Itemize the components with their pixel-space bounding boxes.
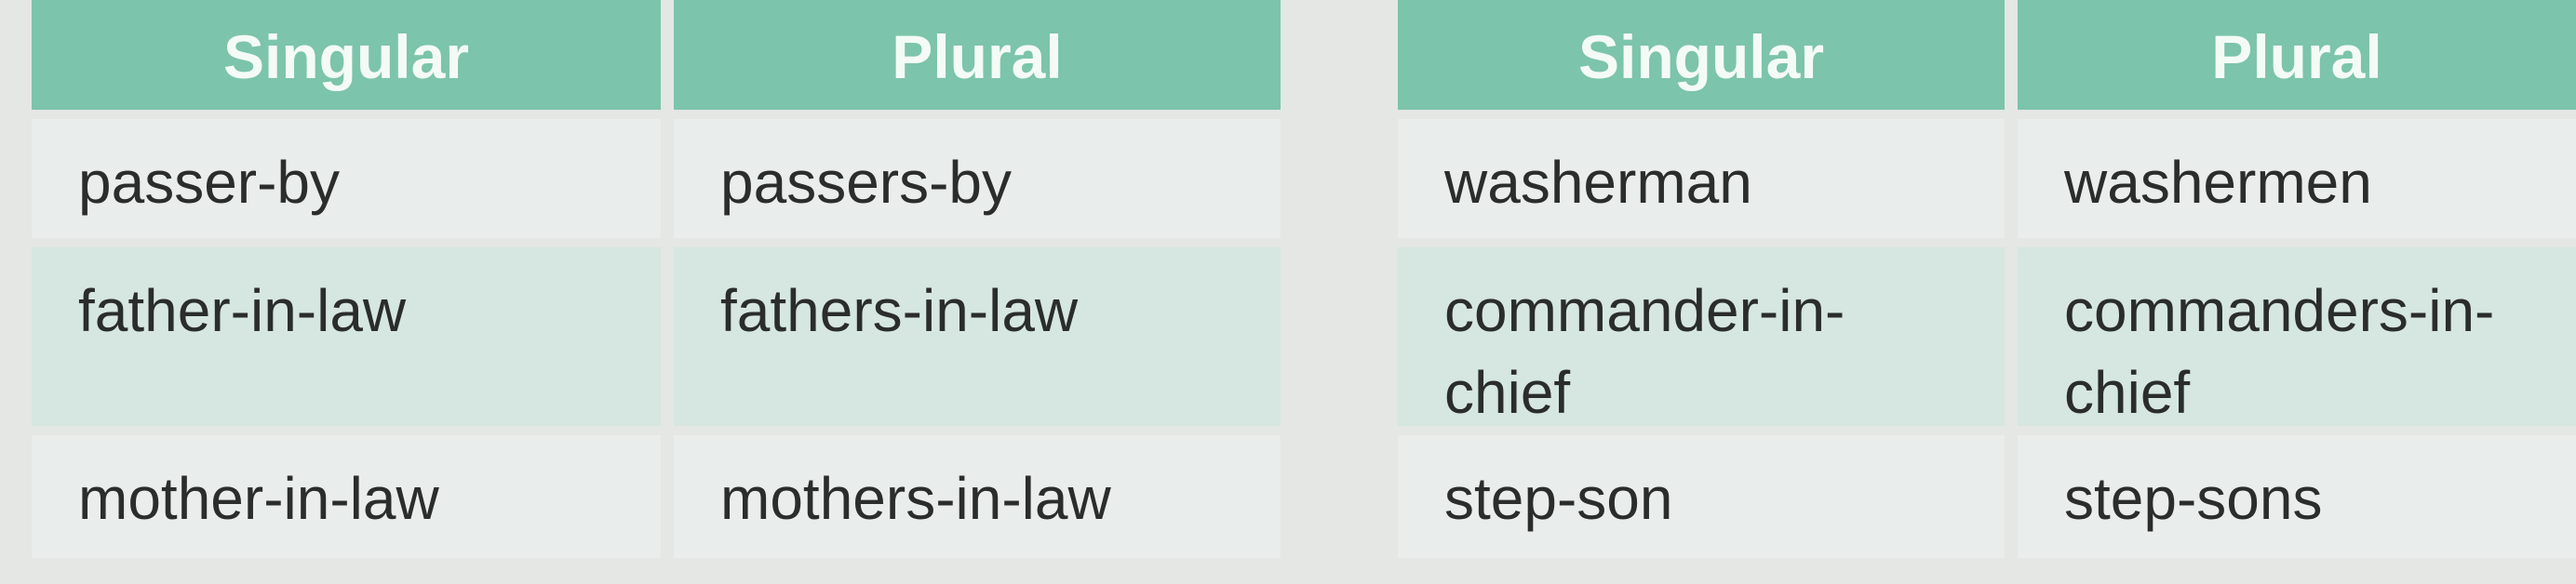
right-row2-singular: commander-in- chief xyxy=(1398,247,2005,426)
left-header-singular: Singular xyxy=(32,0,661,110)
left-header-plural: Plural xyxy=(674,0,1281,110)
left-row1-plural: passers-by xyxy=(674,119,1281,238)
right-row2-singular-line2: chief xyxy=(1444,359,1571,426)
left-row3-plural: mothers-in-law xyxy=(674,435,1281,558)
right-table: Singular Plural washerman washermen comm… xyxy=(1398,0,2576,558)
right-header-plural: Plural xyxy=(2018,0,2576,110)
left-table: Singular Plural passer-by passers-by fat… xyxy=(32,0,1281,558)
left-row1-singular: passer-by xyxy=(32,119,661,238)
right-row1-plural: washermen xyxy=(2018,119,2576,238)
right-row3-plural: step-sons xyxy=(2018,435,2576,558)
left-row2-plural: fathers-in-law xyxy=(674,247,1281,426)
right-header-singular: Singular xyxy=(1398,0,2005,110)
right-row1-singular: washerman xyxy=(1398,119,2005,238)
left-row3-singular: mother-in-law xyxy=(32,435,661,558)
right-row2-singular-line1: commander-in- xyxy=(1444,277,1845,344)
right-row2-plural-line1: commanders-in- xyxy=(2064,277,2495,344)
right-row3-singular: step-son xyxy=(1398,435,2005,558)
right-row2-plural: commanders-in- chief xyxy=(2018,247,2576,426)
right-row2-plural-line2: chief xyxy=(2064,359,2191,426)
left-row2-singular: father-in-law xyxy=(32,247,661,426)
